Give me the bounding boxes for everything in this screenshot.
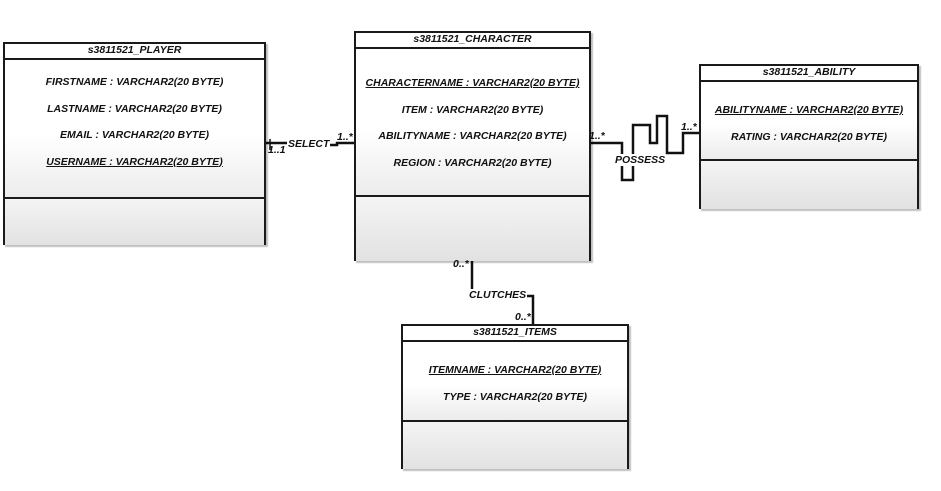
attr-region: REGION : VARCHAR2(20 BYTE) — [393, 156, 552, 169]
entity-ability[interactable]: s3811521_ABILITY ABILITYNAME : VARCHAR2(… — [699, 64, 919, 209]
attr-rating: RATING : VARCHAR2(20 BYTE) — [731, 130, 887, 143]
multiplicity-select-character: 1..* — [337, 131, 353, 143]
possess-line[interactable] — [591, 114, 701, 182]
multiplicity-possess-ability: 1..* — [681, 121, 697, 133]
relationship-label-select[interactable]: SELECT — [287, 138, 331, 150]
attr-lastname: LASTNAME : VARCHAR2(20 BYTE) — [47, 102, 222, 115]
relationship-label-possess[interactable]: POSSESS — [614, 154, 667, 166]
multiplicity-possess-character: 1..* — [589, 130, 605, 142]
select-line-right[interactable] — [328, 141, 355, 147]
multiplicity-select-player: 1..1 — [268, 144, 286, 156]
entity-character-title: s3811521_CHARACTER — [356, 33, 589, 49]
entity-player-title: s3811521_PLAYER — [5, 44, 264, 60]
multiplicity-clutches-items: 0..* — [515, 311, 531, 323]
clutches-line-bottom[interactable] — [527, 294, 535, 325]
entity-items-methods — [403, 422, 627, 469]
entity-character-attributes: CHARACTERNAME : VARCHAR2(20 BYTE) ITEM :… — [356, 49, 589, 197]
attr-charactername-pk: CHARACTERNAME : VARCHAR2(20 BYTE) — [365, 77, 580, 89]
entity-character-methods — [356, 197, 589, 261]
attr-email: EMAIL : VARCHAR2(20 BYTE) — [60, 129, 209, 141]
entity-items-attributes: ITEMNAME : VARCHAR2(20 BYTE) TYPE : VARC… — [403, 342, 627, 422]
entity-items-title: s3811521_ITEMS — [403, 326, 627, 342]
entity-items[interactable]: s3811521_ITEMS ITEMNAME : VARCHAR2(20 BY… — [401, 324, 629, 469]
attr-abilityname-pk: ABILITYNAME : VARCHAR2(20 BYTE) — [714, 104, 904, 116]
attr-type: TYPE : VARCHAR2(20 BYTE) — [443, 390, 587, 403]
entity-ability-title: s3811521_ABILITY — [701, 66, 917, 82]
relationship-label-clutches[interactable]: CLUTCHES — [468, 289, 528, 301]
entity-player[interactable]: s3811521_PLAYER FIRSTNAME : VARCHAR2(20 … — [3, 42, 266, 245]
attr-abilityname: ABILITYNAME : VARCHAR2(20 BYTE) — [378, 130, 567, 142]
entity-ability-methods — [701, 161, 917, 209]
attr-firstname: FIRSTNAME : VARCHAR2(20 BYTE) — [45, 76, 224, 88]
entity-player-methods — [5, 199, 264, 245]
attr-item: ITEM : VARCHAR2(20 BYTE) — [401, 103, 544, 116]
entity-character[interactable]: s3811521_CHARACTER CHARACTERNAME : VARCH… — [354, 31, 591, 261]
attr-itemname-pk: ITEMNAME : VARCHAR2(20 BYTE) — [428, 364, 602, 376]
attr-username-pk: USERNAME : VARCHAR2(20 BYTE) — [46, 155, 223, 168]
entity-ability-attributes: ABILITYNAME : VARCHAR2(20 BYTE) RATING :… — [701, 82, 917, 161]
multiplicity-clutches-character: 0..* — [453, 258, 469, 270]
entity-player-attributes: FIRSTNAME : VARCHAR2(20 BYTE) LASTNAME :… — [5, 60, 264, 199]
